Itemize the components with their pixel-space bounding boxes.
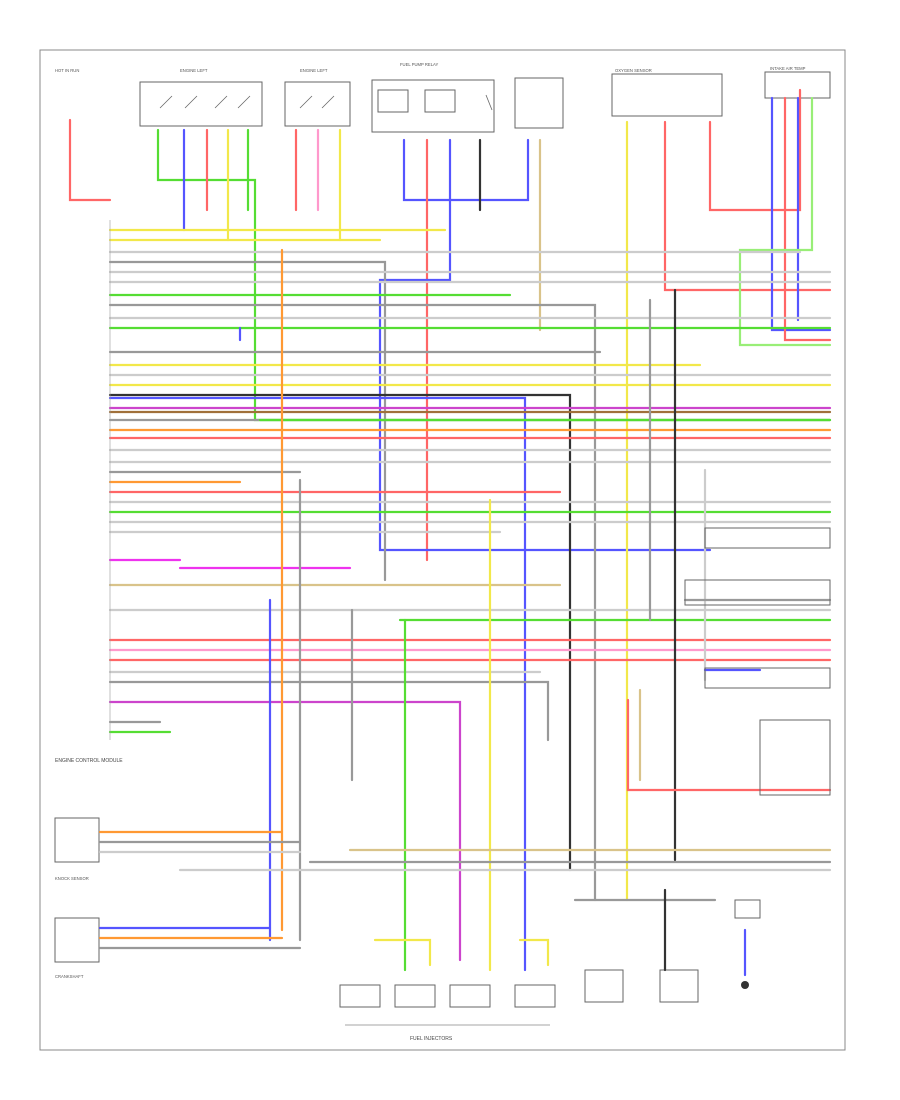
diagram-frame — [39, 49, 846, 1051]
knock-sensor — [54, 817, 100, 863]
svg-text:KNOCK SENSOR: KNOCK SENSOR — [55, 876, 89, 881]
cam-sensor — [584, 969, 624, 1003]
engine-left-connector-2 — [284, 81, 351, 127]
right-bundles — [626, 288, 832, 862]
throttle-switch — [514, 77, 564, 129]
ecm-caption: ENGINE CONTROL MODULE — [55, 758, 123, 764]
fuel-injectors-caption: FUEL INJECTORS — [410, 1036, 453, 1042]
svg-text:CRANKSHAFT: CRANKSHAFT — [55, 974, 84, 979]
bottom-right-sensors — [573, 888, 761, 1003]
svg-text:HOT IN RUN: HOT IN RUN — [55, 68, 79, 73]
svg-text:ENGINE LEFT: ENGINE LEFT — [300, 68, 328, 73]
ecm-harness — [108, 228, 832, 972]
oxygen-sensor — [611, 73, 723, 117]
relay-box — [371, 79, 495, 133]
top-vertical-wires — [68, 88, 832, 902]
svg-text:ENGINE LEFT: ENGINE LEFT — [180, 68, 208, 73]
injector-feeds — [178, 248, 832, 972]
crank-sensor — [54, 917, 100, 963]
svg-text:INTAKE AIR TEMP: INTAKE AIR TEMP — [770, 66, 806, 71]
engine-left-connector-1 — [139, 81, 263, 127]
intake-air-temp — [764, 71, 831, 99]
svg-text:FUEL PUMP RELAY: FUEL PUMP RELAY — [400, 62, 439, 67]
svg-text:OXYGEN SENSOR: OXYGEN SENSOR — [615, 68, 652, 73]
left-sensors: KNOCK SENSOR CRANKSHAFT — [54, 817, 302, 979]
fuel-injectors: FUEL INJECTORS — [339, 984, 556, 1042]
right-connectors — [684, 527, 831, 796]
